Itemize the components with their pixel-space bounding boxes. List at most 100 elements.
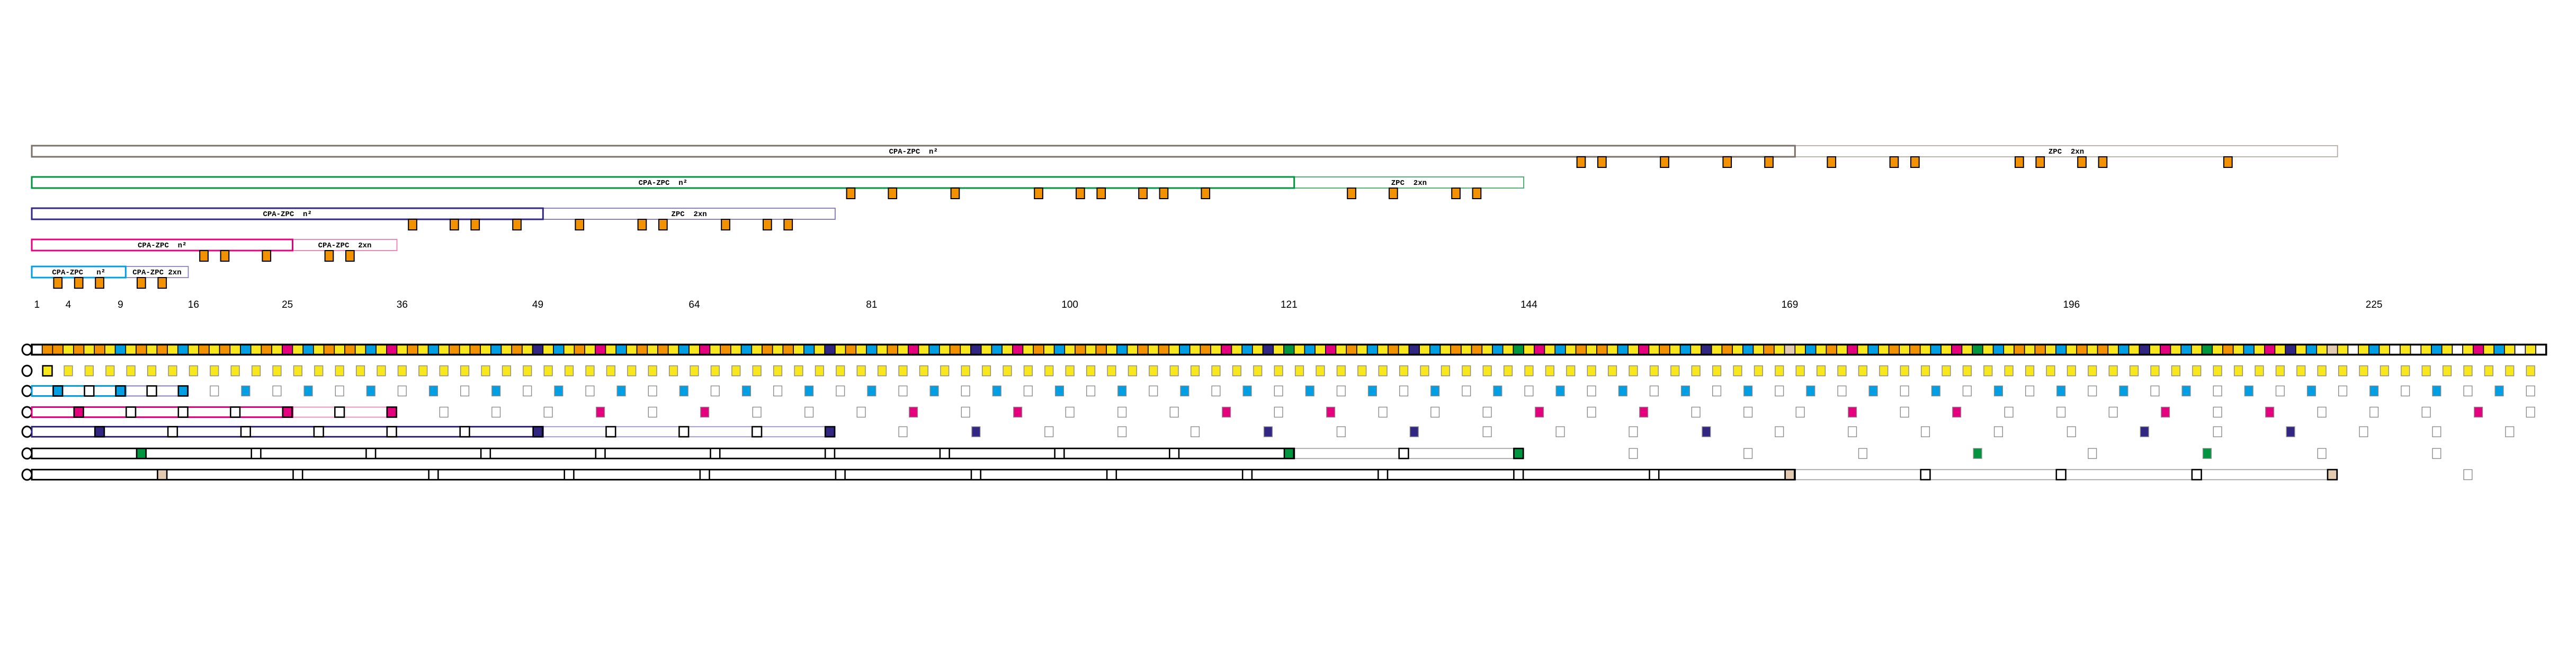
number-cell <box>219 344 231 355</box>
number-cell <box>1596 344 1608 355</box>
multiple-cell-in-bar <box>229 406 241 418</box>
sieve-row-prime-7 <box>21 425 2515 438</box>
number-cell <box>1158 344 1170 355</box>
multiple-cell <box>1555 426 1565 438</box>
found-prime-marker <box>470 219 480 230</box>
number-cell <box>1346 344 1357 355</box>
number-cell <box>2065 344 2078 355</box>
multiple-cell <box>1743 448 1753 459</box>
multiple-cell <box>1409 426 1419 438</box>
multiple-cell <box>2380 365 2389 377</box>
multiple-cell <box>2275 385 2285 397</box>
multiple-cell <box>147 365 157 377</box>
multiple-cell <box>252 365 261 377</box>
multiple-cell <box>2213 426 2222 438</box>
multiple-cell <box>1587 365 1596 377</box>
multiple-cell <box>1535 406 1544 418</box>
number-cell <box>970 344 982 355</box>
multiple-cell <box>1524 385 1534 397</box>
multiple-cell <box>168 365 177 377</box>
multiple-cell <box>2004 365 2014 377</box>
multiple-cell <box>2474 406 2483 418</box>
number-cell <box>386 344 398 355</box>
number-cell <box>1325 344 1337 355</box>
found-prime-marker <box>763 219 772 230</box>
sieve-row-prime-5 <box>21 406 2535 418</box>
sieve-row-prime-11 <box>21 447 2441 460</box>
multiple-cell <box>773 365 783 377</box>
number-cell <box>1022 344 1034 355</box>
multiple-cell <box>1044 365 1054 377</box>
multiple-cell <box>303 385 313 397</box>
sieve-row-prime-13 <box>21 468 2473 481</box>
n-squared-segment <box>31 145 1796 158</box>
twoxn-label: ZPC 2xn <box>1391 179 1427 188</box>
found-prime-marker <box>137 277 146 289</box>
multiple-cell <box>1242 385 1252 397</box>
number-cell <box>1502 344 1514 355</box>
number-cell <box>334 344 345 355</box>
multiple-cell <box>2202 448 2212 459</box>
number-cell <box>2368 344 2380 355</box>
multiple-cell <box>272 385 282 397</box>
multiple-cell <box>1044 426 1054 438</box>
multiple-cell <box>2526 385 2535 397</box>
n-squared-segment <box>31 207 544 220</box>
multiple-cell <box>1117 406 1127 418</box>
number-cell <box>1961 344 1973 355</box>
multiple-cell <box>1263 426 1273 438</box>
number-cell <box>2212 344 2223 355</box>
multiple-cell <box>606 365 615 377</box>
multiple-cell <box>1378 406 1388 418</box>
number-cell <box>2128 344 2140 355</box>
multiple-cell-in-bar <box>2191 469 2202 480</box>
number-cell <box>762 344 773 355</box>
number-cell <box>2483 344 2495 355</box>
number-cell <box>1356 344 1368 355</box>
number-cell <box>1189 344 1201 355</box>
multiple-cell <box>1462 365 1471 377</box>
number-cell <box>511 344 523 355</box>
number-cell <box>835 344 846 355</box>
number-cell <box>104 344 116 355</box>
number-cell <box>1273 344 1284 355</box>
multiple-cell <box>856 365 866 377</box>
multiple-cell <box>1378 365 1388 377</box>
number-cell <box>438 344 450 355</box>
multiple-cell <box>2463 365 2473 377</box>
multiple-cell-in-bar <box>605 426 616 438</box>
multiple-cell <box>1253 365 1263 377</box>
number-cell <box>1701 344 1712 355</box>
number-cell <box>240 344 252 355</box>
number-cell <box>2076 344 2088 355</box>
multiple-cell <box>1931 385 1940 397</box>
number-cell <box>302 344 314 355</box>
multiple-cell-in-bar <box>126 406 137 418</box>
number-cell <box>1148 344 1159 355</box>
number-cell <box>1679 344 1692 355</box>
number-cell <box>1575 344 1587 355</box>
multiple-cell <box>241 385 251 397</box>
number-cell <box>1168 344 1180 355</box>
multiple-cell <box>1680 385 1690 397</box>
found-prime-marker <box>324 250 334 262</box>
multiple-cell <box>1524 365 1534 377</box>
number-cell <box>2472 344 2484 355</box>
found-prime-marker <box>1389 188 1398 199</box>
multiple-cell <box>2432 448 2441 459</box>
row-start-circle-icon <box>21 406 33 418</box>
number-cell <box>1721 344 1733 355</box>
multiple-cell-in-bar <box>251 448 262 459</box>
multiple-cell <box>752 406 762 418</box>
number-cell <box>344 344 356 355</box>
multiple-cell <box>2213 406 2222 418</box>
number-cell <box>480 344 491 355</box>
number-cell <box>490 344 502 355</box>
axis-tick-label: 49 <box>532 299 543 310</box>
multiple-cell-in-bar <box>1054 448 1065 459</box>
number-cell <box>980 344 992 355</box>
multiple-cell <box>1858 448 1867 459</box>
number-cell <box>1586 344 1597 355</box>
